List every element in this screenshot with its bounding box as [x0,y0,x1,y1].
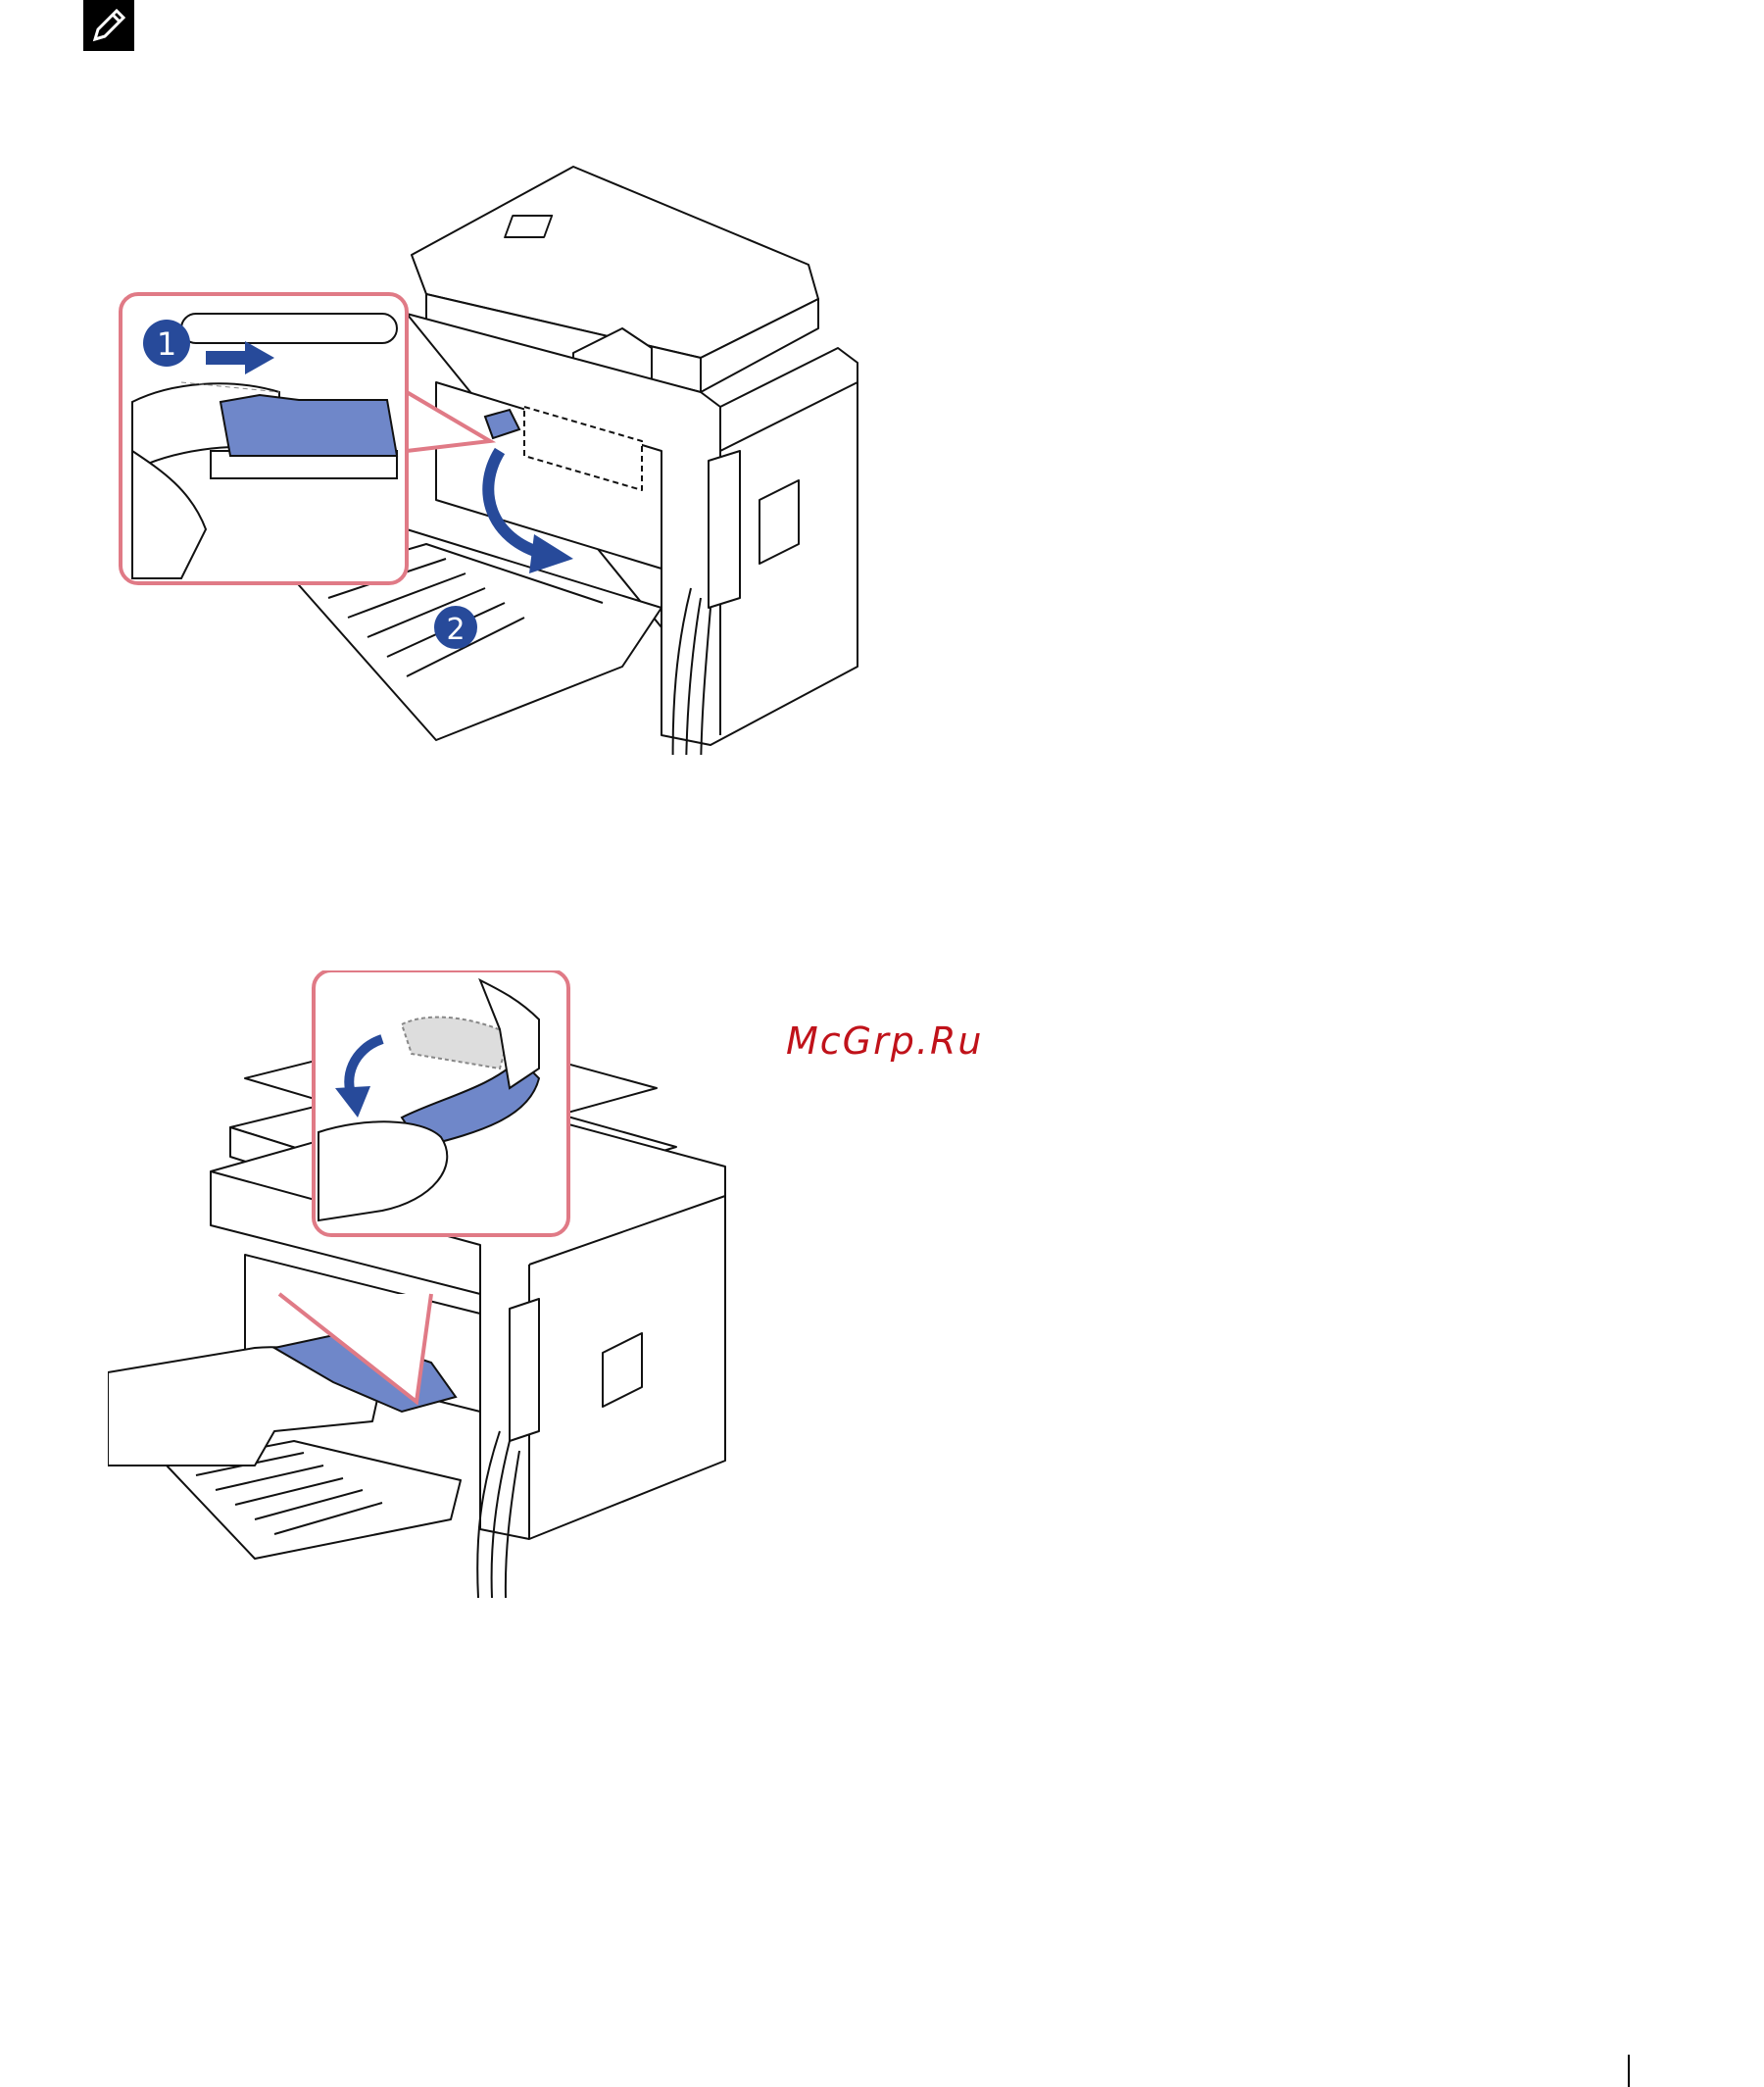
step-2-badge: 2 [446,613,465,647]
watermark-text: McGrp.Ru [786,1019,983,1063]
note-pencil-icon [83,0,134,51]
step-1-badge: 1 [157,325,176,363]
release-fuser-levers-illustration: 2 1 [113,157,906,755]
page-number-rule [1628,2055,1630,2087]
remove-jammed-paper-illustration [108,970,755,1598]
